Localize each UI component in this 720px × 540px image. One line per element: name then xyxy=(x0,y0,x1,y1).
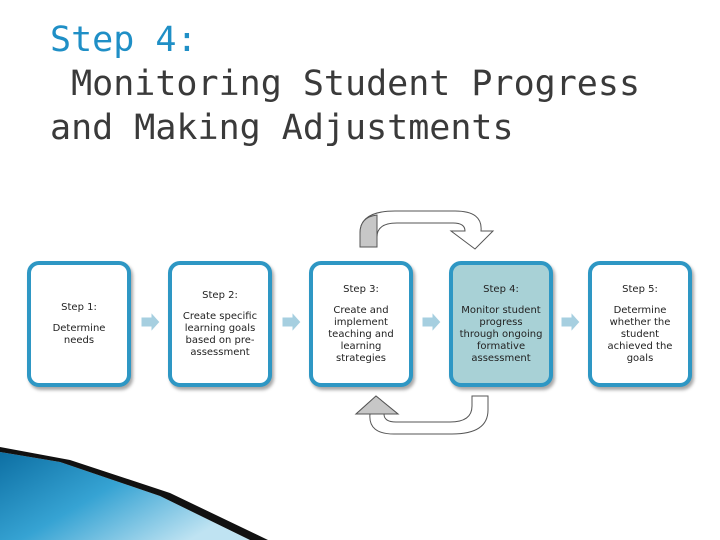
arrow-right-icon xyxy=(560,311,581,333)
page-title: Step 4: Monitoring Student Progress and … xyxy=(50,18,640,150)
step-5-box: Step 5: Determine whether the student ac… xyxy=(588,261,692,387)
step-2-body: Create specific learning goals based on … xyxy=(182,310,258,358)
step-1-body: Determine needs xyxy=(52,322,106,346)
top-cycle-arrow xyxy=(359,210,495,250)
step-4-box: Step 4: Monitor student progress through… xyxy=(449,261,553,387)
step-1-box: Step 1: Determine needs xyxy=(27,261,131,387)
title-line-2: Monitoring Student Progress xyxy=(50,64,641,104)
step-3-box: Step 3: Create and implement teaching an… xyxy=(309,261,413,387)
step-2-heading: Step 2: xyxy=(202,289,238,301)
title-line-3: and Making Adjustments xyxy=(50,108,514,148)
step-5-heading: Step 5: xyxy=(622,283,658,295)
step-1-heading: Step 1: xyxy=(61,301,97,313)
arrow-right-icon xyxy=(281,311,302,333)
step-4-heading: Step 4: xyxy=(483,283,519,295)
arrow-right-icon xyxy=(140,311,161,333)
arrow-right-icon xyxy=(421,311,442,333)
step-3-body: Create and implement teaching and learni… xyxy=(328,304,394,364)
bottom-cycle-arrow xyxy=(354,395,489,435)
step-2-box: Step 2: Create specific learning goals b… xyxy=(168,261,272,387)
step-4-body: Monitor student progress through ongoing… xyxy=(459,304,543,364)
step-3-heading: Step 3: xyxy=(343,283,379,295)
title-line-1: Step 4: xyxy=(50,20,198,60)
step-5-body: Determine whether the student achieved t… xyxy=(607,304,673,364)
